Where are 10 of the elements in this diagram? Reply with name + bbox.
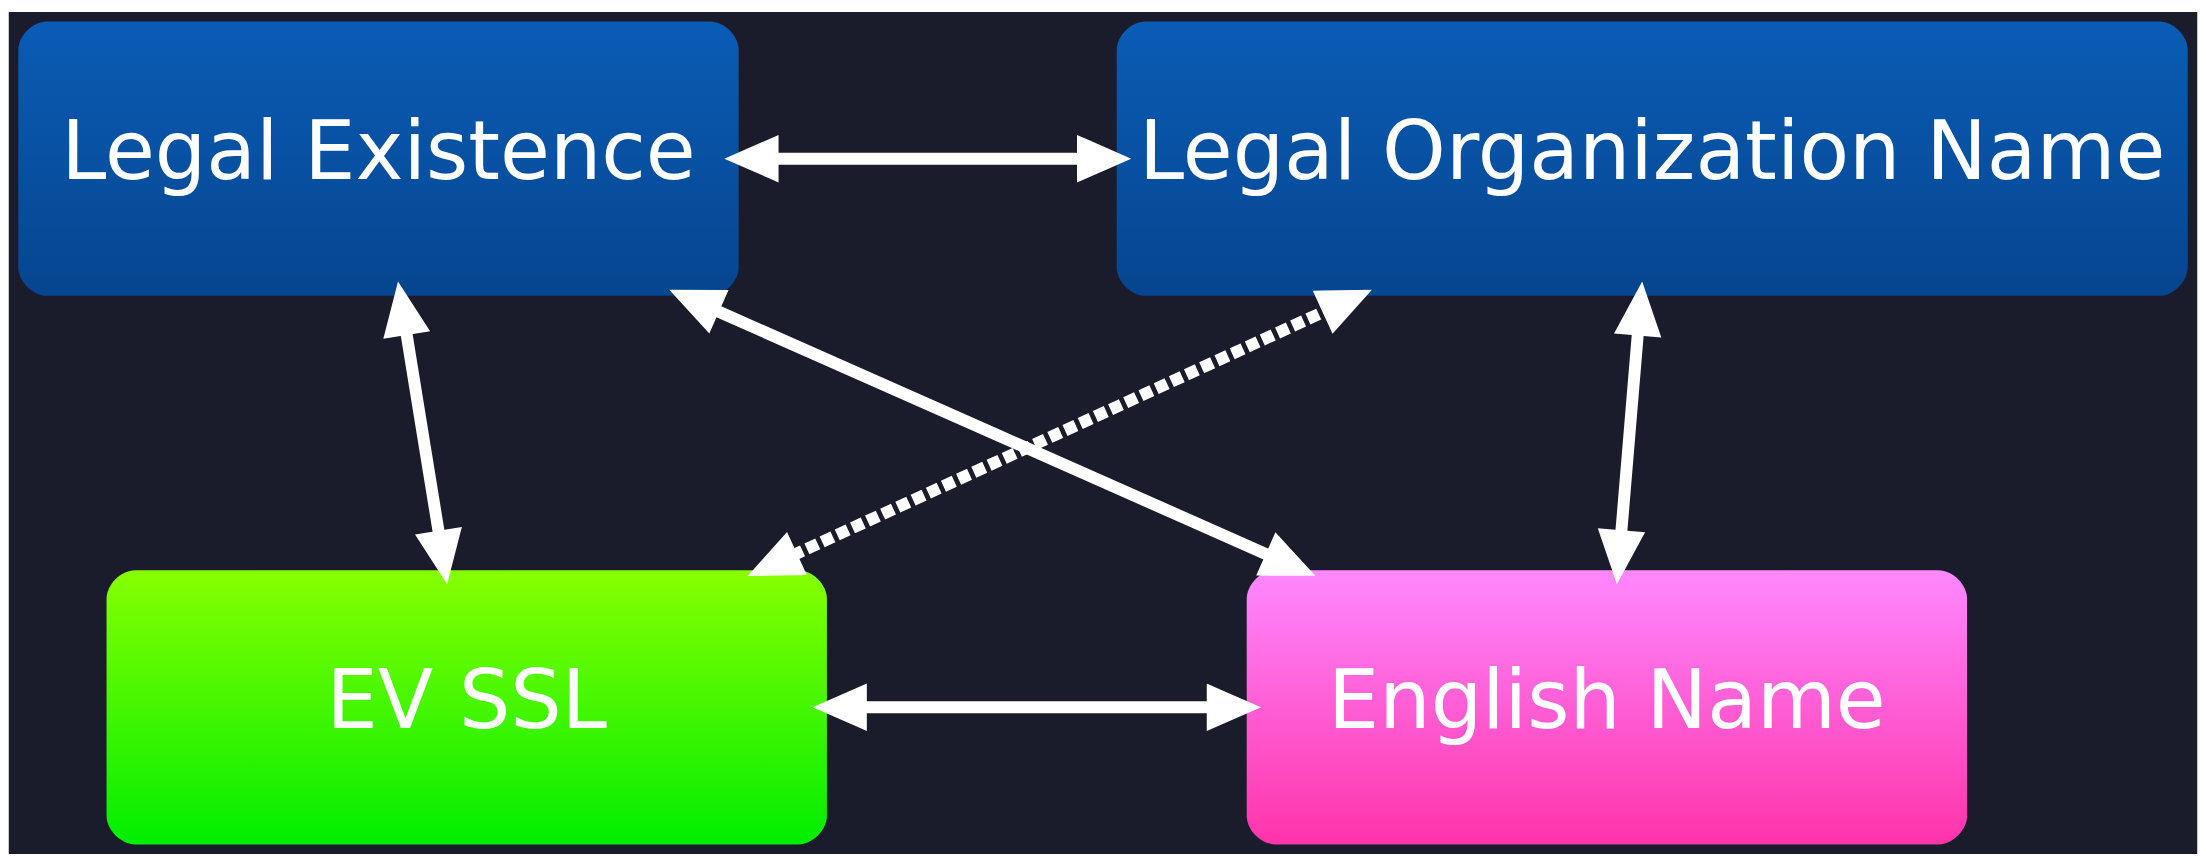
node-box: Legal Existence <box>18 21 739 296</box>
node-box: EV SSL <box>106 569 827 844</box>
arrow <box>669 289 1316 576</box>
node-box: Legal Organization Name <box>1116 21 2188 296</box>
arrow <box>1597 280 1662 584</box>
arrow <box>812 683 1261 731</box>
arrow <box>747 289 1372 576</box>
node-box: English Name <box>1246 569 1968 844</box>
arrow <box>724 134 1132 182</box>
arrow <box>383 281 462 584</box>
